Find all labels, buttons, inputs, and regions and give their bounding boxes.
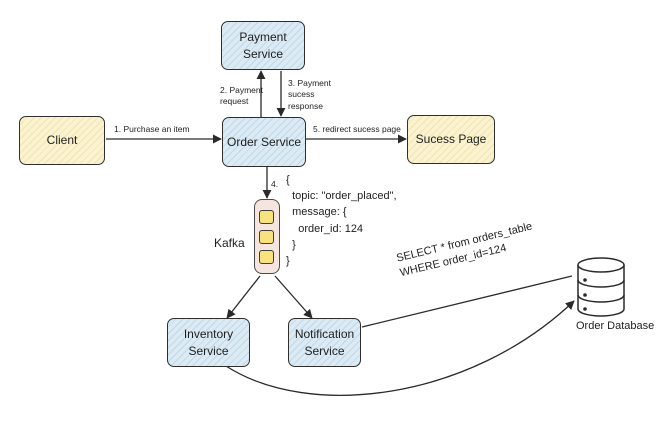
arrow-kafka-to-notification: [274, 275, 313, 319]
notification-service-node: Notification Service: [288, 318, 361, 367]
queue-message-slot: [259, 250, 274, 264]
order-database-label: Order Database: [576, 320, 655, 332]
arrow-kafka-to-inventory: [226, 275, 261, 319]
payment-service-node: Payment Service: [221, 21, 305, 70]
order-service-node: Order Service: [222, 117, 306, 167]
client-node: Client: [19, 116, 105, 165]
purchase-edge-label: 1. Purchase an item: [114, 124, 190, 134]
payment-service-label: Payment Service: [239, 30, 287, 61]
order-service-label: Order Service: [226, 134, 302, 149]
kafka-event-payload: { topic: "order_placed", message: { orde…: [286, 174, 397, 268]
publish-edge-label: 4.: [271, 179, 279, 189]
queue-message-slot: [259, 230, 274, 244]
kafka-label: Kafka: [214, 236, 245, 250]
success-page-label: Sucess Page: [415, 132, 487, 147]
inventory-service-label: Inventory Service: [183, 327, 234, 358]
inventory-service-node: Inventory Service: [167, 318, 250, 367]
kafka-queue: [254, 199, 280, 274]
client-label: Client: [46, 133, 78, 148]
line-notification-to-db: [361, 275, 573, 328]
success-page-node: Sucess Page: [407, 115, 495, 164]
redirect-edge-label: 5. redirect sucess page: [313, 124, 401, 134]
payment-request-edge-label: 2. Payment request: [220, 85, 263, 107]
arrow-inventory-to-db: [225, 300, 575, 396]
database-icon: [577, 257, 625, 317]
notification-service-label: Notification Service: [294, 327, 355, 358]
payment-response-edge-label: 3. Payment sucess response: [288, 78, 331, 111]
queue-message-slot: [259, 210, 274, 224]
